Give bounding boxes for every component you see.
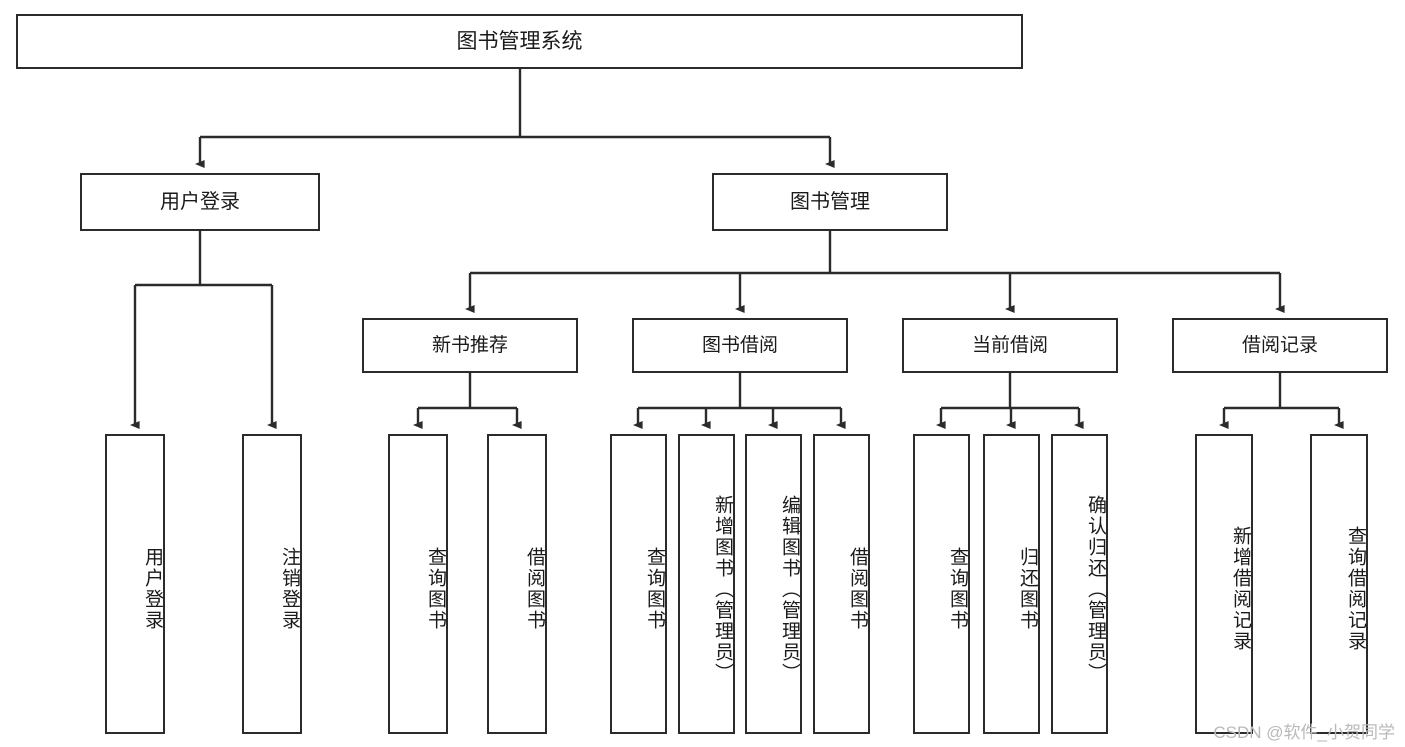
leaf-add-book-admin[interactable]: 新增图书（管理员）: [678, 434, 735, 734]
node-label: 查询图书: [644, 547, 665, 631]
node-label: 新增图书（管理员）: [712, 494, 733, 684]
leaf-user-login[interactable]: 用户登录: [105, 434, 165, 734]
node-label: 借阅记录: [1241, 334, 1318, 356]
node-label: 编辑图书（管理员）: [779, 494, 800, 684]
node-label: 新书推荐: [431, 334, 508, 356]
leaf-confirm-return-admin[interactable]: 确认归还（管理员）: [1051, 434, 1108, 734]
node-label: 图书管理系统: [456, 29, 583, 53]
node-label: 借阅图书: [847, 547, 868, 631]
node-label: 归还图书: [1017, 547, 1038, 631]
leaf-borrow-book[interactable]: 借阅图书: [813, 434, 870, 734]
leaf-logout-login[interactable]: 注销登录: [242, 434, 302, 734]
leaf-query-book-recommend[interactable]: 查询图书: [388, 434, 448, 734]
leaf-query-borrow-record[interactable]: 查询借阅记录: [1310, 434, 1368, 734]
node-label: 查询图书: [947, 547, 968, 631]
node-book-borrow[interactable]: 图书借阅: [632, 318, 848, 373]
node-label: 用户登录: [160, 190, 240, 213]
node-label: 当前借阅: [971, 334, 1048, 356]
node-root[interactable]: 图书管理系统: [16, 14, 1023, 69]
node-label: 新增借阅记录: [1230, 526, 1251, 652]
node-label: 查询借阅记录: [1345, 526, 1366, 652]
csdn-watermark: CSDN @软件_小贺同学: [1213, 723, 1395, 742]
node-label: 图书借阅: [701, 334, 778, 356]
node-label: 图书管理: [790, 190, 870, 213]
node-label: 查询图书: [425, 547, 446, 631]
node-label: 用户登录: [142, 547, 163, 631]
node-label: 借阅图书: [524, 547, 545, 631]
node-new-book-recommend[interactable]: 新书推荐: [362, 318, 578, 373]
leaf-edit-book-admin[interactable]: 编辑图书（管理员）: [745, 434, 802, 734]
node-book-management[interactable]: 图书管理: [712, 173, 948, 231]
node-label: 注销登录: [279, 547, 300, 631]
leaf-borrow-book-recommend[interactable]: 借阅图书: [487, 434, 547, 734]
node-borrow-record[interactable]: 借阅记录: [1172, 318, 1388, 373]
leaf-query-book-current[interactable]: 查询图书: [913, 434, 970, 734]
node-current-borrow[interactable]: 当前借阅: [902, 318, 1118, 373]
node-label: 确认归还（管理员）: [1085, 494, 1106, 684]
leaf-add-borrow-record[interactable]: 新增借阅记录: [1195, 434, 1253, 734]
leaf-return-book[interactable]: 归还图书: [983, 434, 1040, 734]
node-user-login[interactable]: 用户登录: [80, 173, 320, 231]
leaf-query-book-borrow[interactable]: 查询图书: [610, 434, 667, 734]
